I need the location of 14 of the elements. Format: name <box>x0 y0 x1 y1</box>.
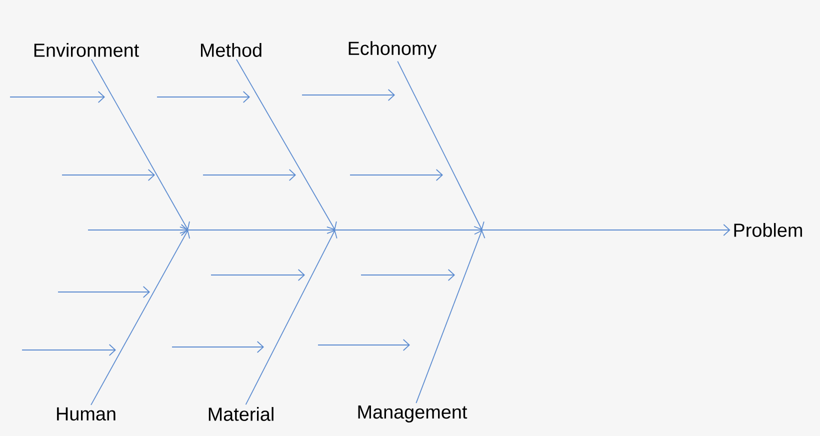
bone-arrow <box>90 230 190 406</box>
spine-arrow <box>188 224 730 236</box>
bone-arrow <box>236 58 337 230</box>
category-label: Method <box>200 43 262 57</box>
category-label: Echonomy <box>348 41 437 59</box>
bone-arrow <box>245 230 338 406</box>
bone-arrow <box>397 60 484 230</box>
bone-arrow <box>90 58 190 230</box>
category-label: Environment <box>34 43 139 57</box>
category-label: Management <box>358 406 468 422</box>
category-label: Human <box>57 407 116 421</box>
category-label: Problem <box>734 223 802 237</box>
bone-arrow <box>416 230 486 404</box>
category-label: Material <box>208 407 274 421</box>
